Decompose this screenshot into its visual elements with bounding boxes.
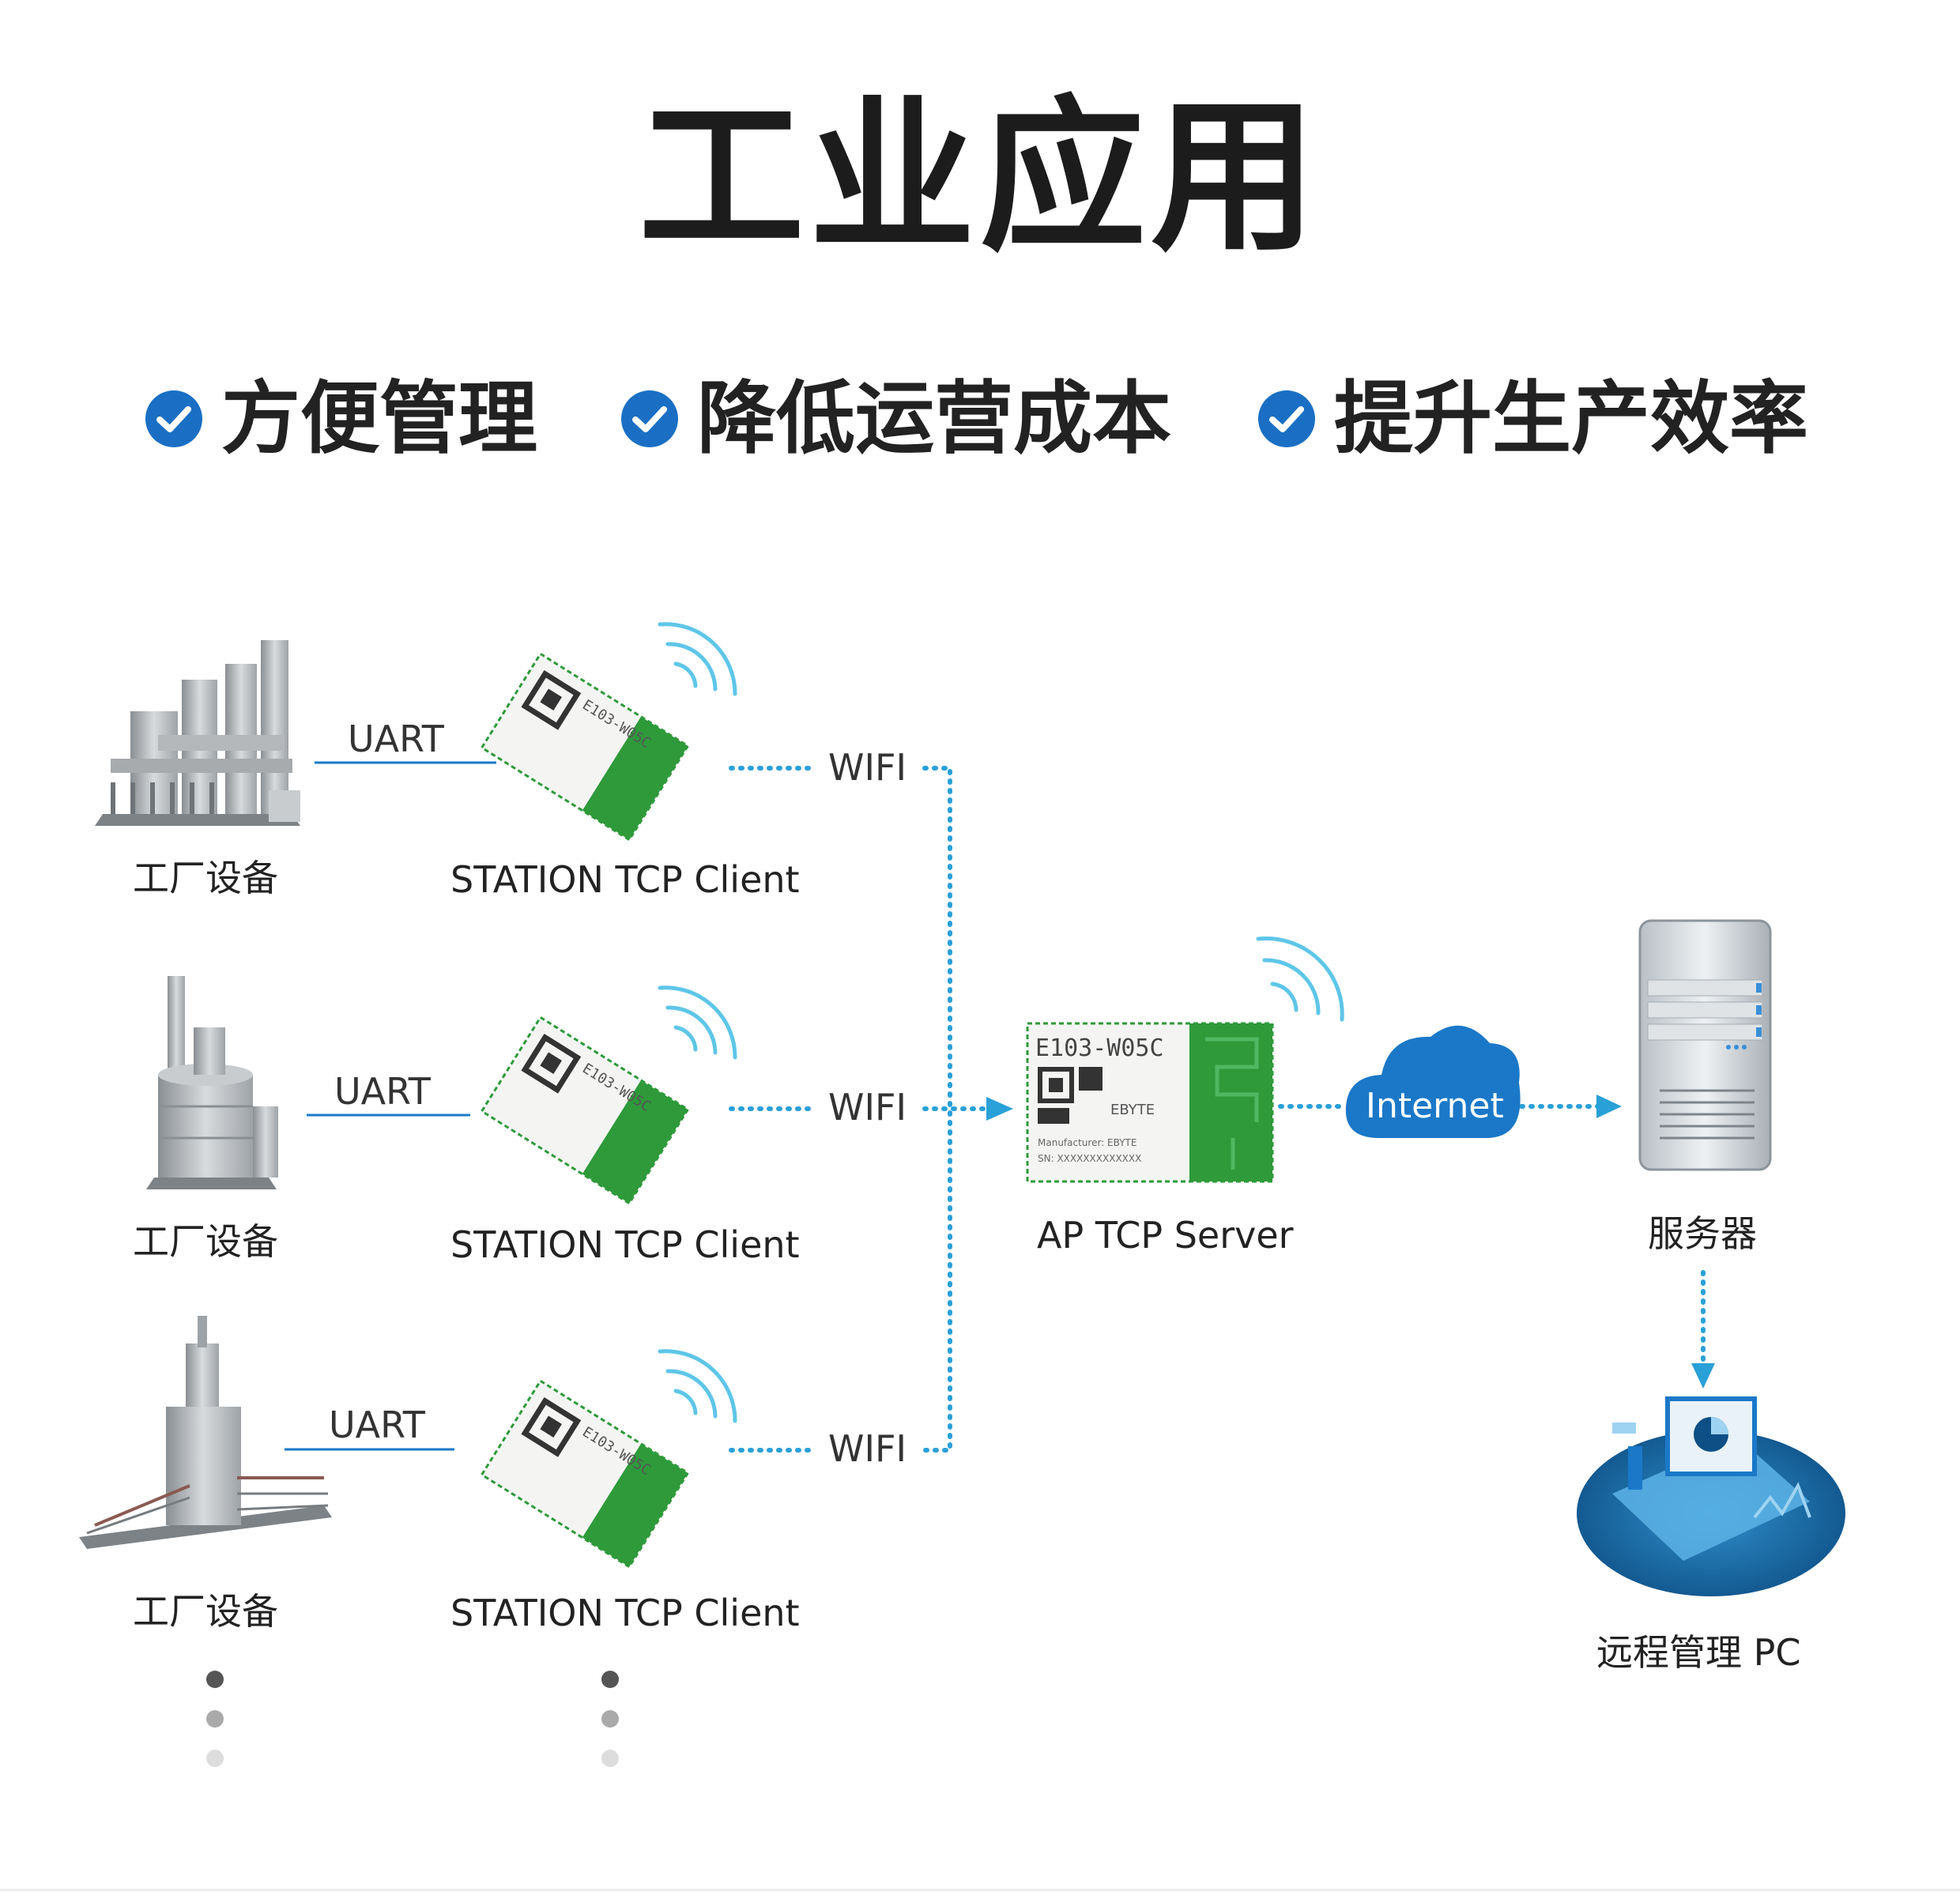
- device-label: 工厂设备: [133, 1220, 278, 1263]
- arrow-icon: [986, 1095, 1715, 1389]
- uart-label: UART: [334, 1070, 431, 1113]
- ap-label: AP TCP Server: [1037, 1214, 1294, 1257]
- ap-manufacturer-text: Manufacturer: EBYTE: [1038, 1137, 1136, 1148]
- pc-label: 远程管理 PC: [1596, 1631, 1801, 1674]
- factory-icon: [79, 1316, 332, 1549]
- benefit-label: 提升生产效率: [1334, 372, 1808, 465]
- wifi-module: E103-W05C: [480, 1349, 737, 1569]
- uart-label: UART: [348, 718, 444, 760]
- server-label: 服务器: [1648, 1212, 1757, 1255]
- ap-module: E103-W05C EBYTE Manufacturer: EBYTE SN: …: [1026, 936, 1344, 1183]
- benefit-item: 提升生产效率: [1257, 371, 1808, 466]
- wifi-label: WIFI: [828, 746, 907, 789]
- server-icon: [1638, 919, 1772, 1171]
- cloud-icon: [1345, 1025, 1521, 1138]
- device-label: 工厂设备: [133, 1590, 278, 1633]
- benefit-label: 方便管理: [221, 372, 537, 465]
- check-icon: [145, 390, 202, 447]
- client-mode-label: STATION TCP Client: [450, 1592, 800, 1634]
- more-items-indicator: [206, 1671, 224, 1767]
- divider: [0, 1889, 1960, 1891]
- wifi-link: [729, 766, 1706, 1453]
- ap-model-text: E103-W05C: [1035, 1034, 1164, 1062]
- more-items-indicator: [601, 1671, 619, 1767]
- benefit-label: 降低运营成本: [697, 372, 1171, 465]
- factory-icon: [146, 976, 278, 1189]
- client-mode-label: STATION TCP Client: [450, 858, 800, 901]
- uart-label: UART: [329, 1404, 425, 1446]
- benefit-item: 降低运营成本: [620, 371, 1171, 466]
- factory-icon: [95, 640, 300, 826]
- check-icon: [1258, 390, 1315, 447]
- wifi-label: WIFI: [828, 1427, 907, 1470]
- ap-brand-text: EBYTE: [1110, 1102, 1155, 1118]
- ap-serial-text: SN: XXXXXXXXXXXXX: [1038, 1153, 1141, 1164]
- cloud-label: Internet: [1366, 1086, 1504, 1126]
- benefit-item: 方便管理: [144, 371, 537, 466]
- check-icon: [621, 390, 678, 447]
- wifi-module: E103-W05C: [480, 985, 737, 1205]
- page-title: 工业应用: [638, 81, 1321, 274]
- wifi-label: WIFI: [828, 1086, 907, 1129]
- wifi-module: E103-W05C: [480, 622, 737, 842]
- remote-pc-icon: [1577, 1396, 1845, 1596]
- device-label: 工厂设备: [133, 857, 278, 899]
- client-mode-label: STATION TCP Client: [450, 1223, 800, 1266]
